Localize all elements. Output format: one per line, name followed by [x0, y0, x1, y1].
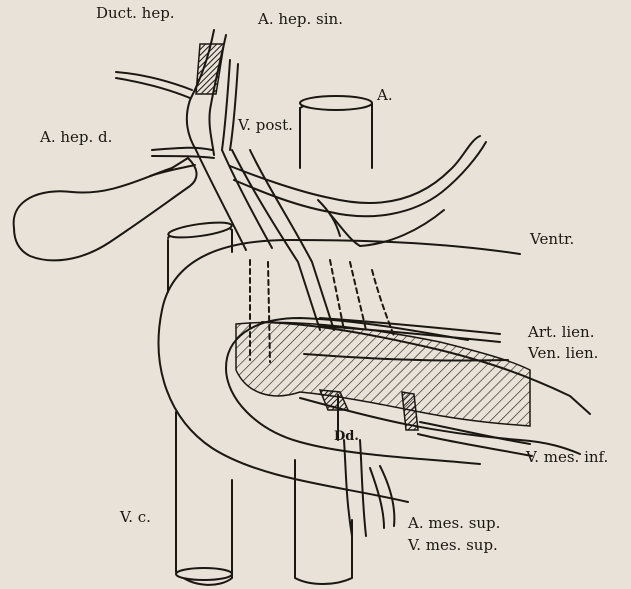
vena-cava-lower	[176, 412, 232, 585]
a-hep-sin	[222, 60, 230, 150]
label-v-c: V. c.	[120, 510, 151, 525]
a-hep-d-2	[152, 156, 214, 158]
v-mes-inf	[418, 434, 532, 456]
a-hep-sin-2	[230, 64, 238, 150]
label-dd: Dd.	[334, 430, 359, 443]
label-a: A.	[377, 88, 393, 103]
a-mes-sup	[344, 440, 352, 536]
label-art-lien: Art. lien.	[528, 325, 594, 340]
pancreas-hatched	[236, 322, 530, 426]
label-ventr: Ventr.	[530, 232, 574, 247]
label-duct-hep: Duct. hep.	[96, 6, 175, 21]
label-ven-lien: Ven. lien.	[528, 346, 598, 361]
label-a-hep-sin: A. hep. sin.	[258, 12, 343, 27]
vessel-section-3	[196, 44, 224, 94]
portal-vein-b	[222, 150, 272, 248]
gallbladder	[14, 158, 197, 260]
label-v-mes-inf: V. mes. inf.	[526, 450, 608, 465]
gastric-artery-2	[234, 142, 486, 216]
label-v-post: V. post.	[238, 118, 293, 133]
duct-hep-left-branch-2	[116, 78, 190, 98]
label-v-mes-sup: V. mes. sup.	[408, 538, 498, 553]
aorta-lower	[295, 460, 352, 584]
label-a-mes-sup: A. mes. sup.	[408, 516, 500, 531]
label-a-hep-d: A. hep. d.	[40, 130, 112, 145]
v-mes-sup	[370, 468, 384, 528]
a-hep-d	[152, 148, 212, 150]
celiac-branch	[318, 200, 340, 236]
